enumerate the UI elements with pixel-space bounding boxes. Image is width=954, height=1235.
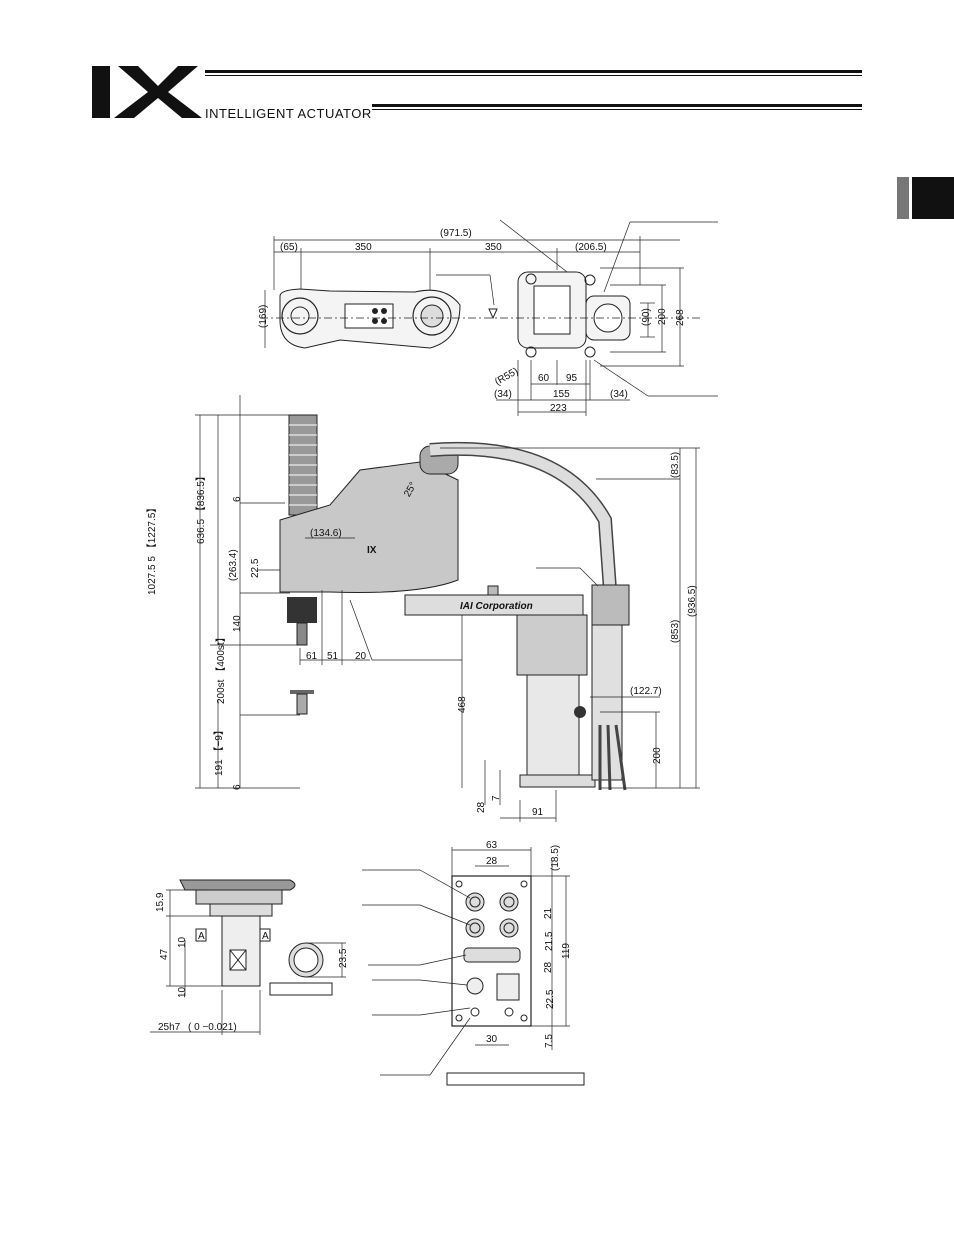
dim-20: 20 [355,651,367,662]
dim-90: (90) [641,308,652,326]
dim-235: 23.5 [338,948,349,968]
dim-63: 63 [486,840,498,851]
dim-853: (853) [670,620,681,643]
side-view: 1027.5 5 【1227.5】 636.5 【836.5】 (263.4) … [146,395,700,822]
dim-51: 51 [327,651,339,662]
shaft-detail-view: 15.9 47 10 10 A A 25h7 ( 0 −0.021) 23.5 [150,879,349,1035]
chapter-tab-black [912,177,954,219]
dim-155: 155 [553,389,570,400]
dim-tolerance: ( 0 −0.021) [188,1022,237,1033]
arm-logo: IX [367,545,377,556]
dim-1227: (122.7) [630,686,662,697]
dim-835: (83.5) [670,452,681,478]
dim-95: 95 [566,373,578,384]
top-view: (971.5) (65) 350 350 (206.5) [258,219,718,416]
dim-263: (263.4) [228,549,239,581]
dim-75: 7.5 [544,1034,555,1048]
dim-191: 191 【−9】 [213,725,225,776]
dim-223: 223 [550,403,567,414]
dim-206: (206.5) [575,242,607,253]
dim-140: 140 [232,615,243,632]
dim-636: 636.5 【836.5】 [195,471,207,544]
dim-47: 47 [159,948,170,960]
header-rule-lower-thin [372,109,862,110]
dim-34a: (34) [494,389,512,400]
dim-65: (65) [280,242,298,253]
dim-61: 61 [306,651,318,662]
ix-logo [92,66,202,118]
dim-119: 119 [561,943,572,959]
header-rule-lower [372,104,862,107]
header-rule-thin [205,75,862,76]
dim-200-top: 200 [657,308,668,325]
dim-169: (169) [258,305,269,328]
dim-7: 7 [491,795,502,801]
dim-200-side: 200 [652,747,663,764]
dim-971: (971.5) [440,228,472,239]
dim-21: 21 [543,907,554,919]
dim-215: 21.5 [544,931,555,951]
dim-225-panel: 22.5 [545,989,556,1009]
dim-shaft: 25h7 [158,1022,181,1033]
dim-28-side: 28 [476,801,487,813]
section-a2: A [262,931,269,942]
dim-134: (134.6) [310,528,342,539]
dim-28-top: 28 [486,856,498,867]
section-a1: A [198,931,205,942]
dim-225: 22.5 [250,558,261,578]
chapter-tab-gray [897,177,909,219]
dim-30: 30 [486,1034,498,1045]
dim-468: 468 [457,696,468,713]
connector-panel-view: 63 28 30 (18.5) 21 21.5 28 22.5 7.5 119 [362,840,585,1086]
dim-936: (936.5) [687,585,698,617]
dim-200st: 200st 【400st】 [215,632,227,704]
dim-28-panel: 28 [543,961,554,973]
dim-350a: 350 [355,242,372,253]
dim-185: (18.5) [550,845,561,871]
dim-159: 15.9 [155,892,166,912]
dim-10a: 10 [177,936,188,948]
dim-10b: 10 [177,986,188,998]
dim-60: 60 [538,373,550,384]
dim-350b: 350 [485,242,502,253]
corp-label: IAI Corporation [460,601,533,612]
dim-r55: (R55) [493,366,520,388]
brand-text: INTELLIGENT ACTUATOR [205,106,372,121]
dim-6b: 6 [232,784,243,790]
dim-1027: 1027.5 5 【1227.5】 [146,503,158,595]
dim-91: 91 [532,807,544,818]
dim-34b: (34) [610,389,628,400]
dim-268: 268 [675,309,686,326]
dim-6a: 6 [232,496,243,502]
header-rule [205,70,862,73]
